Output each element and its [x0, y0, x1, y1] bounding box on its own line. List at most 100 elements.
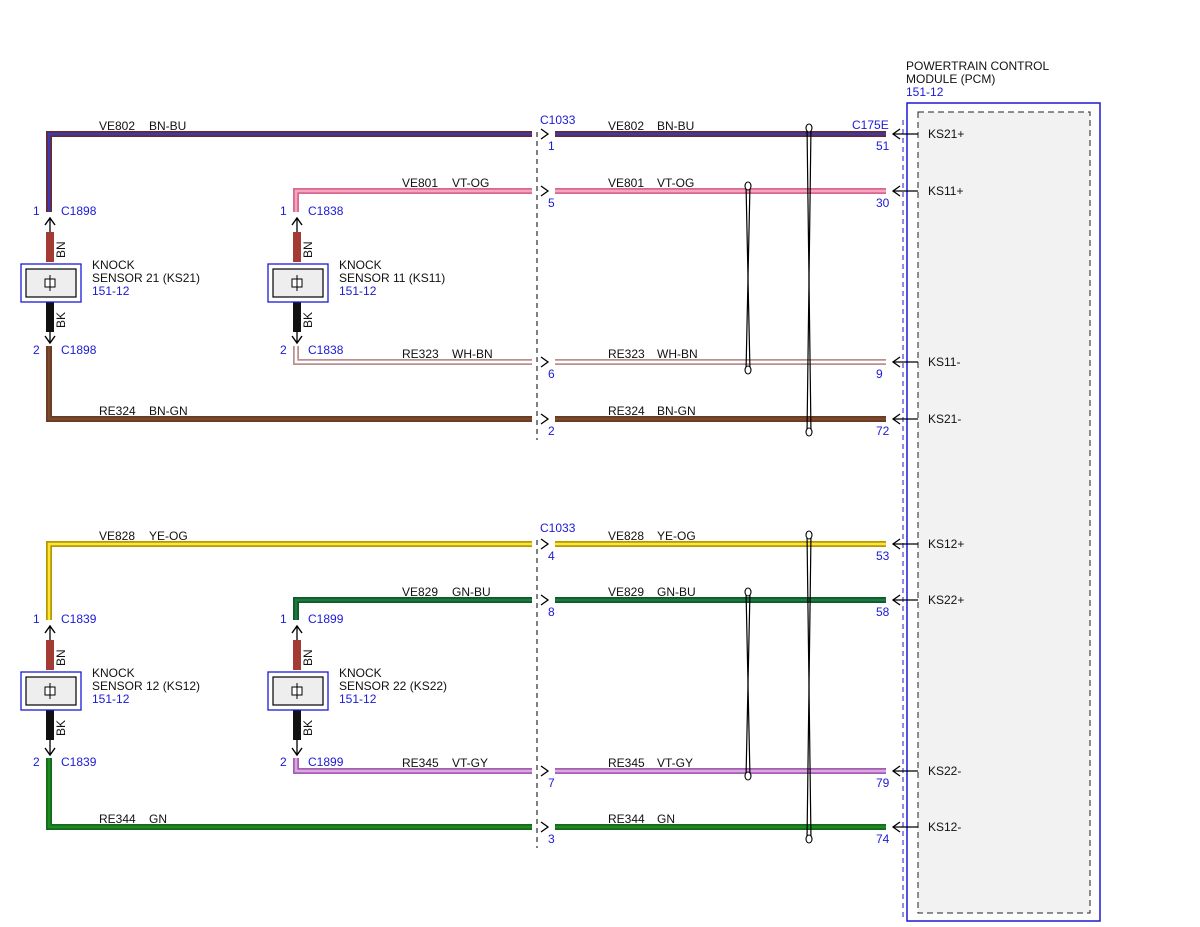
- sensor-pin-top: 1: [280, 612, 287, 626]
- c1033-pin-arrow: [540, 765, 550, 777]
- wire-color-bn: BN: [301, 649, 315, 666]
- pcm-signal-label: KS11-: [928, 355, 960, 369]
- sensor-name-line1: KNOCK: [339, 258, 382, 272]
- wire-color-bn: BN: [54, 241, 68, 258]
- pcm-signal-label: KS22-: [928, 764, 961, 778]
- c1033-pin-number: 2: [548, 424, 555, 438]
- wire-ve802-left-outer: [46, 131, 532, 212]
- pcm-title-line1: POWERTRAIN CONTROL: [906, 59, 1049, 73]
- circuit-label-right: RE345: [608, 756, 645, 770]
- circuit-label-left: RE324: [99, 404, 136, 418]
- circuit-label-left: RE344: [99, 812, 136, 826]
- connector-top-icon: [44, 624, 56, 634]
- wire-bk-segment: [293, 710, 301, 740]
- sensor-connector-bottom: C1839: [61, 755, 97, 769]
- sensor-connector-top: C1899: [308, 612, 344, 626]
- color-code-label-right: WH-BN: [657, 347, 698, 361]
- color-code-label-right: GN-BU: [657, 585, 696, 599]
- sensor-name-line2: SENSOR 21 (KS21): [92, 271, 200, 285]
- sensor-pin-top: 1: [280, 204, 287, 218]
- pcm-signal-label: KS21-: [928, 412, 961, 426]
- pcm-pin-number: 74: [876, 832, 890, 846]
- pcm-pin-number: 53: [876, 549, 890, 563]
- sensor-connector-top: C1838: [308, 204, 344, 218]
- wire-color-bn: BN: [54, 649, 68, 666]
- pcm-ref: 151-12: [906, 85, 944, 99]
- pcm-pin-arrow: [891, 594, 901, 606]
- wire-ve828-left-core: [47, 542, 532, 620]
- sensor-name-line2: SENSOR 11 (KS11): [339, 271, 445, 285]
- circuit-label-right: VE801: [608, 176, 644, 190]
- pcm-title-line2: MODULE (PCM): [906, 72, 995, 86]
- color-code-label-left: BN-BU: [149, 119, 186, 133]
- wire-bk-segment: [293, 302, 301, 332]
- pcm-inner-dashed: [917, 111, 1091, 914]
- color-code-label-left: BN-GN: [149, 404, 188, 418]
- circuit-label-left: VE828: [99, 529, 135, 543]
- sensor-connector-bottom: C1899: [308, 755, 344, 769]
- wire-re324-left-core: [47, 346, 532, 421]
- pcm-pin-arrow: [891, 821, 901, 833]
- wire-bn-segment: [46, 640, 54, 670]
- sensor-pin-bottom: 2: [33, 343, 40, 357]
- c1033-pin-number: 3: [548, 832, 555, 846]
- sensor-name-line1: KNOCK: [339, 666, 382, 680]
- circuit-label-right: RE324: [608, 404, 645, 418]
- pcm-pin-number: 79: [876, 776, 890, 790]
- pcm-signal-label: KS12+: [928, 537, 964, 551]
- pcm-pin-number: 51: [876, 139, 890, 153]
- pcm-pin-arrow: [891, 128, 901, 140]
- sensor-ref: 151-12: [339, 692, 377, 706]
- color-code-label-left: WH-BN: [452, 347, 493, 361]
- twisted-pair-marker: [744, 587, 752, 781]
- wire-bn-segment: [293, 232, 301, 262]
- circuit-label-right: VE802: [608, 119, 644, 133]
- wire-color-bn: BN: [301, 241, 315, 258]
- wire-re345-left-core: [294, 758, 532, 773]
- color-code-label-left: GN: [149, 812, 167, 826]
- color-code-label-right: GN: [657, 812, 675, 826]
- c1033-label-upper: C1033: [540, 113, 576, 127]
- pcm-pin-arrow: [891, 765, 901, 777]
- c1033-pin-number: 1: [548, 139, 555, 153]
- pcm-pin-arrow: [891, 356, 901, 368]
- circuit-label-left: VE802: [99, 119, 135, 133]
- pcm-module: POWERTRAIN CONTROL MODULE (PCM) 151-12: [902, 59, 1101, 922]
- sensor-pin-top: 1: [33, 612, 40, 626]
- c1033-pin-number: 7: [548, 776, 555, 790]
- connector-top-icon: [291, 624, 303, 634]
- wire-bk-segment: [46, 710, 54, 740]
- connector-bottom-icon: [291, 747, 303, 757]
- wire-bk-segment: [46, 302, 54, 332]
- pcm-signal-label: KS21+: [928, 127, 964, 141]
- pcm-pin-arrow: [891, 413, 901, 425]
- sensor-ref: 151-12: [92, 692, 130, 706]
- twisted-pair-layer: [744, 123, 813, 844]
- circuit-label-left: VE801: [402, 176, 438, 190]
- c1033-label-lower: C1033: [540, 521, 576, 535]
- circuit-label-left: VE829: [402, 585, 438, 599]
- connector-bottom-icon: [291, 335, 303, 345]
- pcm-pin-number: 58: [876, 605, 890, 619]
- circuit-label-left: RE345: [402, 756, 439, 770]
- c1033-pin-arrow: [540, 356, 550, 368]
- sensor-pin-bottom: 2: [280, 755, 287, 769]
- sensor-name-line2: SENSOR 22 (KS22): [339, 679, 447, 693]
- sensor-pin-bottom: 2: [33, 755, 40, 769]
- twisted-pair-marker: [744, 181, 752, 375]
- twisted-pair-marker: [805, 123, 813, 437]
- color-code-label-right: VT-GY: [657, 756, 693, 770]
- circuit-label-left: RE323: [402, 347, 439, 361]
- color-code-label-left: YE-OG: [149, 529, 188, 543]
- circuit-label-right: RE323: [608, 347, 645, 361]
- wire-color-bk: BK: [301, 312, 315, 328]
- wire-ve829-left-core: [294, 598, 532, 620]
- sensor-ref: 151-12: [92, 284, 130, 298]
- c1033-pin-number: 5: [548, 196, 555, 210]
